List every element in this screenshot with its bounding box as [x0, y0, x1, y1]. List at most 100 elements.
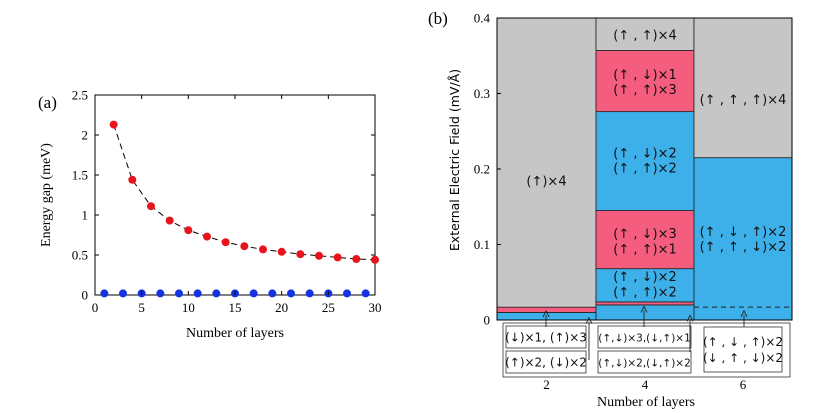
panel-b-annotation-frame: [502, 322, 791, 378]
panel-b-spin-config-label: (↑)×4: [526, 174, 566, 189]
panel-a-marks: [100, 120, 379, 298]
panel-a-ticks: 0 5 10 15 20 25 30 0 0.5 1 1.5 2 2.5: [72, 88, 382, 316]
panel-a-blue-point: [212, 289, 221, 298]
panel-a-red-point: [333, 253, 342, 262]
panel-a-blue-point: [100, 289, 109, 298]
panel-b-y-tick-label: 0.3: [474, 86, 490, 101]
panel-a-y-tick-label: 2.5: [72, 88, 88, 103]
panel-a-x-tick-label: 0: [92, 300, 99, 315]
panel-b-x-category-label: 4: [642, 377, 649, 392]
panel-a-blue-point: [175, 289, 183, 298]
panel-a-axes-frame: [94, 94, 376, 296]
panel-a: (a) 0 5 10 15 20 25 30 0 0.5 1 1.5 2 2.5 Number of l…: [38, 88, 382, 342]
panel-a-y-tick-label: 0: [82, 288, 89, 303]
panel-b-y-axis-label: External Electric Field (mV/Å): [447, 69, 462, 251]
panel-a-red-point: [147, 202, 155, 211]
panel-b-ticks: 2 4 6 0 0.1 0.2 0.3 0.4: [474, 11, 793, 392]
panel-a-y-tick-label: 1.5: [72, 168, 88, 183]
panel-b-region-gray: [496, 17, 597, 308]
panel-b-region-blue: [693, 157, 793, 321]
panel-b-y-tick-label: 0: [484, 313, 491, 328]
panel-b-boundary-boxes: (↓)×1, (↑)×3 (↑)×2, (↓)×2 (↑,↓)×3,(↓,↑)×1 (…: [502, 322, 791, 378]
panel-a-blue-point: [268, 289, 277, 298]
panel-a-x-tick-label: 30: [369, 300, 382, 315]
panel-b-y-tick-label: 0.4: [474, 11, 491, 26]
panel-a-x-tick-label: 25: [322, 300, 335, 315]
panel-a-x-tick-label: 10: [182, 300, 195, 315]
panel-b-region-red: [595, 301, 695, 306]
panel-a-fit-curve: [113, 124, 376, 261]
panel-b-regions: [496, 17, 793, 321]
panel-a-x-tick-label: 5: [138, 300, 145, 315]
panel-b-spin-config-label: (↑ , ↓)×2: [613, 146, 677, 161]
panel-b-boundary-box-text: (↑)×2, (↓)×2: [505, 356, 587, 370]
panel-b-label: (b): [428, 9, 448, 28]
panel-b-region-blue: [595, 304, 695, 321]
panel-b: (b) 2 4 6 0 0.1 0.2 0.3 0.4 (↑)×4 (↑ , ↑)×4 (↑ , …: [428, 9, 793, 410]
panel-b-boundary-box: [597, 350, 692, 374]
panel-a-red-point: [203, 232, 211, 241]
panel-b-boundary-box-text: (↑,↓)×3,(↓,↑)×1: [598, 333, 691, 345]
panel-a-red-point: [165, 216, 174, 225]
panel-a-red-point: [315, 251, 323, 260]
panel-a-blue-point: [156, 289, 165, 298]
panel-a-y-tick-label: 2: [82, 128, 89, 143]
panel-b-y-tick-label: 0.1: [474, 237, 490, 252]
panel-a-y-axis-label: Energy gap (meV): [39, 143, 54, 247]
panel-b-arrows: [542, 305, 748, 360]
panel-b-region-blue: [595, 111, 695, 211]
panel-b-boundary-box-text: (↑,↓)×2,(↓,↑)×2: [598, 358, 691, 370]
panel-b-spin-config-label: (↑ , ↑)×1: [613, 242, 677, 257]
panel-a-red-point: [259, 245, 267, 254]
panel-b-boundary-box-text: (↓)×1, (↑)×3: [505, 331, 587, 345]
panel-b-region-gray: [693, 17, 793, 159]
panel-b-region-labels: (↑)×4 (↑ , ↑)×4 (↑ , ↓)×1(↑ , ↑)×3 (↑ , ↓)×…: [526, 29, 786, 301]
panel-b-spin-config-label: (↑ , ↓)×3: [613, 227, 677, 242]
panel-b-spin-config-label: (↑ , ↓)×2: [613, 270, 677, 285]
panel-a-blue-point: [119, 289, 127, 298]
panel-b-boundary-box-text: (↓ , ↑ , ↓)×2: [703, 351, 783, 365]
panel-b-spin-config-label: (↑ , ↑)×3: [613, 83, 677, 98]
panel-a-red-point: [296, 250, 305, 259]
panel-a-red-point: [109, 120, 118, 129]
panel-b-boundary-box-text: (↑ , ↓ , ↑)×2: [703, 335, 783, 349]
panel-b-region-red: [595, 210, 695, 270]
panel-b-spin-config-label: (↑ , ↓ , ↑)×2: [700, 225, 787, 240]
panel-a-blue-point: [361, 289, 370, 298]
panel-b-spin-config-label: (↑ , ↑ , ↑)×4: [700, 93, 787, 108]
panel-a-blue-point: [249, 289, 258, 298]
panel-a-red-point: [240, 242, 249, 251]
panel-b-y-tick-label: 0.2: [474, 162, 490, 177]
panel-b-boundary-box: [505, 350, 587, 374]
panel-a-blue-point: [193, 289, 202, 298]
panel-b-boundary-box: [703, 326, 783, 373]
panel-a-red-point: [128, 175, 137, 184]
panel-b-spin-config-label: (↑ , ↑ , ↓)×2: [700, 240, 787, 255]
panel-b-arrow-head: [686, 314, 694, 322]
panel-b-spin-config-label: (↑ , ↑)×2: [613, 285, 677, 300]
panel-a-blue-point: [305, 289, 314, 298]
panel-b-spin-config-label: (↑ , ↑)×2: [613, 161, 677, 176]
panel-b-x-axis-label: Number of layers: [597, 395, 695, 410]
panel-a-x-tick-label: 15: [229, 300, 242, 315]
panel-b-x-category-label: 2: [543, 377, 550, 392]
panel-b-spin-config-label: (↑ , ↓)×1: [613, 68, 677, 83]
panel-a-red-point: [221, 238, 230, 247]
panel-a-y-tick-label: 1: [82, 208, 89, 223]
panel-a-label: (a): [38, 93, 57, 112]
panel-b-boundary-box: [597, 325, 692, 349]
panel-b-spin-config-label: (↑ , ↑)×4: [613, 29, 677, 44]
panel-b-x-category-label: 6: [740, 377, 747, 392]
panel-b-region-blue: [496, 312, 597, 321]
panel-a-blue-point: [343, 289, 351, 298]
panel-a-red-point: [184, 226, 193, 235]
panel-a-x-axis-label: Number of layers: [186, 326, 284, 341]
panel-b-arrow-head: [585, 316, 593, 324]
panel-a-red-point: [277, 247, 286, 256]
panel-a-red-point: [371, 255, 379, 264]
panel-b-arrow-head: [740, 309, 748, 318]
panel-a-x-tick-label: 20: [275, 300, 288, 315]
panel-a-y-tick-label: 0.5: [72, 248, 88, 263]
panel-a-red-point: [352, 255, 361, 263]
